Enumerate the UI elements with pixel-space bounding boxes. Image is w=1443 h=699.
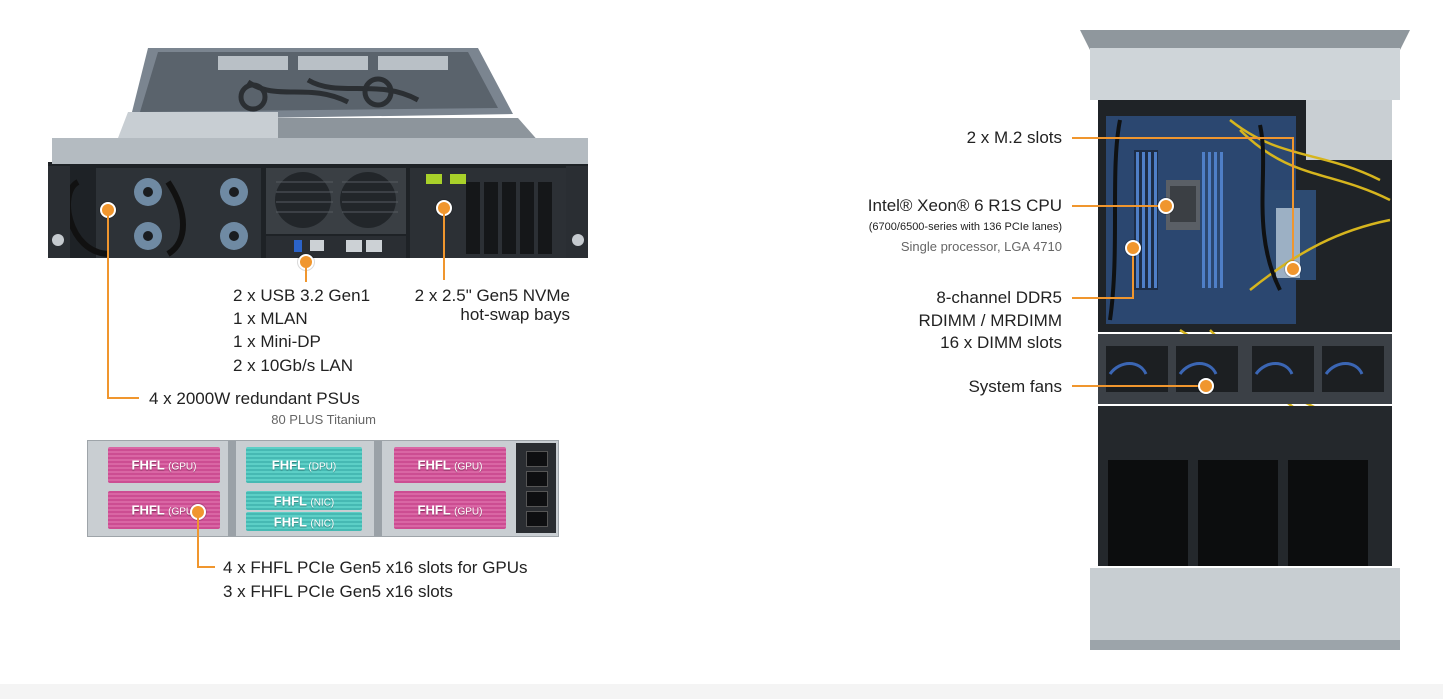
cpu-label: Intel® Xeon® 6 R1S CPU [867, 196, 1062, 215]
m2-leader-line-horizontal [1072, 137, 1294, 139]
slot-fhfl-text: FHFL [131, 502, 165, 518]
memory-label-slots: 16 x DIMM slots [940, 333, 1062, 352]
cpu-leader-line [1072, 205, 1160, 207]
slot-fhfl-text: FHFL [417, 502, 451, 518]
pcie-leader-line-vertical [197, 516, 199, 568]
slot-column-divider [374, 441, 382, 536]
pcie-label-other-slots: 3 x FHFL PCIe Gen5 x16 slots [223, 582, 453, 601]
io-label-lan: 2 x 10Gb/s LAN [233, 356, 354, 375]
slot-type-text: (GPU) [454, 461, 483, 473]
m2-label: 2 x M.2 slots [966, 128, 1062, 147]
pcie-slot-gpu: FHFL (GPU) [394, 447, 506, 483]
psu-leader-line-horizontal [107, 397, 139, 399]
power-inlet [526, 491, 548, 507]
slot-fhfl-text: FHFL [273, 493, 307, 508]
slot-type-text: (GPU) [454, 506, 483, 518]
nvme-leader-line [443, 212, 445, 280]
power-inlet [526, 451, 548, 467]
cpu-detail-label: (6700/6500-series with 136 PCIe lanes) [868, 221, 1062, 233]
slot-type-text: (NIC) [310, 497, 335, 508]
memory-leader-line-horizontal [1072, 297, 1134, 299]
io-leader-line [305, 266, 307, 282]
memory-leader-line-vertical [1132, 252, 1134, 299]
io-label-mlan: 1 x MLAN [233, 309, 308, 328]
slot-type-text: (GPU) [168, 461, 197, 473]
nvme-label-line1: 2 x 2.5" Gen5 NVMe [414, 286, 570, 305]
io-label-minidp: 1 x Mini-DP [233, 332, 321, 351]
memory-marker-dot [1125, 240, 1141, 256]
slot-fhfl-text: FHFL [273, 514, 307, 529]
pcie-label-gpu-slots: 4 x FHFL PCIe Gen5 x16 slots for GPUs [223, 558, 528, 577]
power-inlet [526, 511, 548, 527]
cpu-sublabel: Single processor, LGA 4710 [900, 239, 1062, 254]
slot-type-text: (DPU) [308, 461, 337, 473]
io-label-usb: 2 x USB 3.2 Gen1 [233, 286, 371, 305]
fans-marker-dot [1198, 378, 1214, 394]
nvme-label-line2: hot-swap bays [460, 305, 570, 324]
pcie-slot-dpu: FHFL (DPU) [246, 447, 362, 483]
pcie-leader-line-horizontal [197, 566, 215, 568]
pcie-slot-nic: FHFL (NIC) [246, 512, 362, 531]
power-inlet [526, 471, 548, 487]
slot-column-divider [228, 441, 236, 536]
fans-leader-line [1072, 385, 1200, 387]
m2-marker-dot [1285, 261, 1301, 277]
fans-label: System fans [968, 377, 1062, 396]
psu-sublabel: 80 PLUS Titanium [271, 412, 376, 427]
pcie-slot-panel: FHFL (GPU) FHFL (DPU) FHFL (GPU) FHFL (G… [87, 440, 559, 537]
server-rear-image [48, 42, 592, 268]
slot-fhfl-text: FHFL [417, 457, 451, 473]
pcie-slot-gpu: FHFL (GPU) [108, 447, 220, 483]
power-inlet-block [516, 443, 556, 533]
memory-label-types: RDIMM / MRDIMM [918, 311, 1062, 330]
psu-label: 4 x 2000W redundant PSUs [149, 389, 360, 408]
m2-leader-line-vertical [1292, 137, 1294, 263]
slot-type-text: (GPU) [168, 506, 197, 518]
slot-fhfl-text: FHFL [131, 457, 165, 473]
memory-label-channels: 8-channel DDR5 [936, 288, 1062, 307]
server-top-image [1080, 30, 1410, 652]
slot-type-text: (NIC) [310, 518, 335, 529]
pcie-slot-gpu: FHFL (GPU) [394, 491, 506, 529]
bottom-band [0, 684, 1443, 699]
slot-fhfl-text: FHFL [271, 457, 305, 473]
pcie-slot-nic: FHFL (NIC) [246, 491, 362, 510]
cpu-marker-dot [1158, 198, 1174, 214]
psu-leader-line-vertical [107, 214, 109, 399]
